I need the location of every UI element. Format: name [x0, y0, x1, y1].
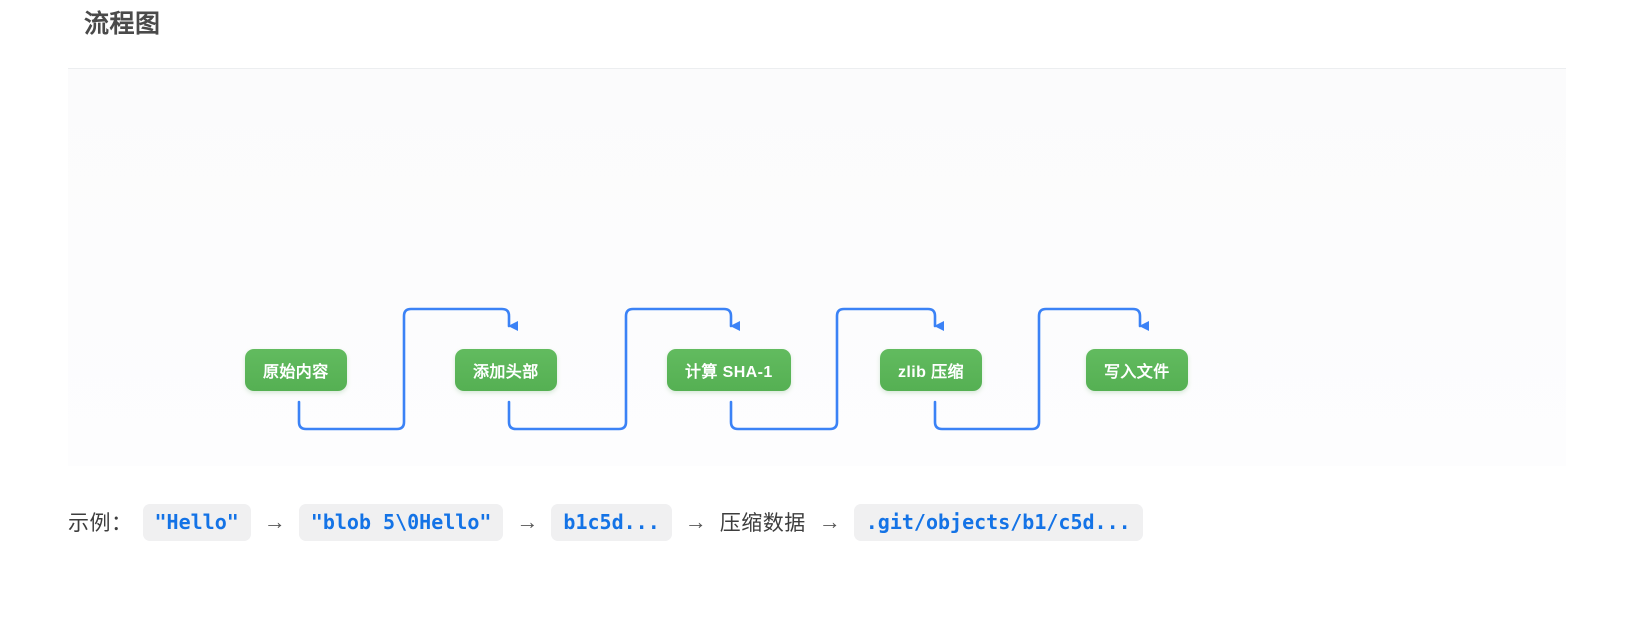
example-arrow-icon: → — [263, 509, 286, 534]
flow-node-label: 写入文件 — [1104, 364, 1170, 381]
flow-node-zlib-compress[interactable]: zlib 压缩 — [880, 349, 982, 391]
flow-connectors — [297, 307, 1149, 431]
example-chip-hello: "Hello" — [142, 503, 251, 541]
example-pipeline: 示例： "Hello" → "blob 5\0Hello" → b1c5d...… — [68, 498, 1143, 546]
flow-node-label: 计算 SHA-1 — [685, 364, 773, 381]
example-step-compressed-data: 压缩数据 — [719, 512, 806, 535]
example-arrow-icon: → — [684, 509, 707, 534]
example-label: 示例： — [68, 512, 133, 535]
connector-n4-n5 — [933, 307, 1149, 431]
example-arrow-icon: → — [818, 509, 841, 534]
connector-n3-n4 — [729, 307, 944, 431]
example-arrow-icon: → — [516, 509, 539, 534]
flow-node-original-content[interactable]: 原始内容 — [245, 349, 347, 391]
flow-node-label: 原始内容 — [263, 364, 329, 381]
flow-node-write-file[interactable]: 写入文件 — [1086, 349, 1188, 391]
flow-node-add-header[interactable]: 添加头部 — [455, 349, 557, 391]
example-chip-object-path: .git/objects/b1/c5d... — [853, 503, 1143, 541]
connector-n2-n3 — [507, 307, 740, 431]
flow-node-label: 添加头部 — [473, 364, 539, 381]
flow-node-label: zlib 压缩 — [898, 364, 964, 381]
example-chip-blob-header: "blob 5\0Hello" — [298, 503, 504, 541]
example-chip-hash: b1c5d... — [551, 503, 672, 541]
page-title: 流程图 — [84, 10, 161, 38]
connector-n1-n2 — [297, 307, 518, 431]
diagram-panel: 原始内容 添加头部 计算 SHA-1 zlib 压缩 写入文件 — [68, 68, 1566, 466]
flow-node-compute-sha1[interactable]: 计算 SHA-1 — [667, 349, 791, 391]
